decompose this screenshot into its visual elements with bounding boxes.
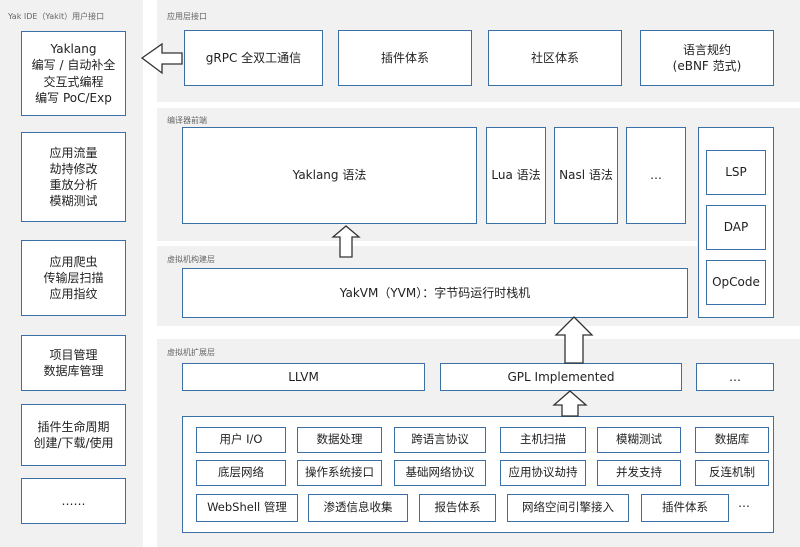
module-basic-network-protocol: 基础网络协议	[394, 460, 486, 486]
module-concurrency: 并发支持	[597, 460, 681, 486]
module-webshell: WebShell 管理	[196, 494, 298, 522]
left-box-traffic: 应用流量 劫持修改 重放分析 模糊测试	[21, 132, 126, 222]
compiler-box-lua: Lua 语法	[486, 127, 546, 224]
app-layer-title: 应用层接口	[167, 12, 207, 21]
compiler-box-yaklang: Yaklang 语法	[182, 127, 477, 224]
vm-ext-title: 虚拟机扩展层	[167, 348, 215, 357]
app-box-language-spec: 语言规约 (eBNF 范式)	[640, 30, 774, 86]
app-box-grpc: gRPC 全双工通信	[184, 30, 323, 86]
ext-box-gpl: GPL Implemented	[440, 363, 682, 391]
module-plugin-system: 插件体系	[641, 494, 729, 522]
module-os-interface: 操作系统接口	[297, 460, 382, 486]
ext-box-llvm: LLVM	[182, 363, 425, 391]
compiler-front-title: 编译器前端	[167, 116, 207, 125]
vm-layer-title: 虚拟机构建层	[167, 255, 215, 264]
app-box-community: 社区体系	[488, 30, 622, 86]
left-box-plugin-lifecycle: 插件生命周期 创建/下载/使用	[21, 404, 126, 466]
module-pentest-info: 渗透信息收集	[308, 494, 408, 522]
modules-more: …	[738, 496, 750, 510]
module-cross-language: 跨语言协议	[394, 427, 486, 453]
arrow-ext-to-vm	[554, 316, 594, 364]
app-box-plugin-system: 插件体系	[338, 30, 472, 86]
module-cyberspace-engine: 网络空间引擎接入	[507, 494, 629, 522]
compiler-box-more: …	[626, 127, 686, 224]
arrow-vm-to-compiler	[331, 225, 361, 258]
tool-box-opcode: OpCode	[706, 260, 766, 305]
module-database: 数据库	[695, 427, 769, 453]
tool-box-dap: DAP	[706, 205, 766, 250]
module-fuzz-test: 模糊测试	[597, 427, 681, 453]
module-app-protocol-hijack: 应用协议劫持	[500, 460, 586, 486]
arrow-modules-to-ext	[552, 390, 588, 417]
module-host-scan: 主机扫描	[500, 427, 586, 453]
arrow-to-left-panel	[140, 42, 183, 75]
module-user-io: 用户 I/O	[196, 427, 286, 453]
compiler-box-nasl: Nasl 语法	[554, 127, 618, 224]
tool-box-lsp: LSP	[706, 150, 766, 195]
module-low-network: 底层网络	[196, 460, 286, 486]
ext-box-more: …	[696, 363, 774, 391]
left-box-project: 项目管理 数据库管理	[21, 335, 126, 391]
vm-box-yakvm: YakVM（YVM）：字节码运行时栈机	[182, 268, 688, 318]
left-panel-title: Yak IDE（Yakit）用户接口	[8, 12, 105, 21]
left-box-more: ……	[21, 478, 126, 524]
module-reverse-connection: 反连机制	[695, 460, 769, 486]
module-report-system: 报告体系	[419, 494, 496, 522]
left-box-yaklang: Yaklang 编写 / 自动补全 交互式编程 编写 PoC/Exp	[21, 31, 126, 116]
left-box-crawler: 应用爬虫 传输层扫描 应用指纹	[21, 240, 126, 316]
module-data-processing: 数据处理	[297, 427, 382, 453]
